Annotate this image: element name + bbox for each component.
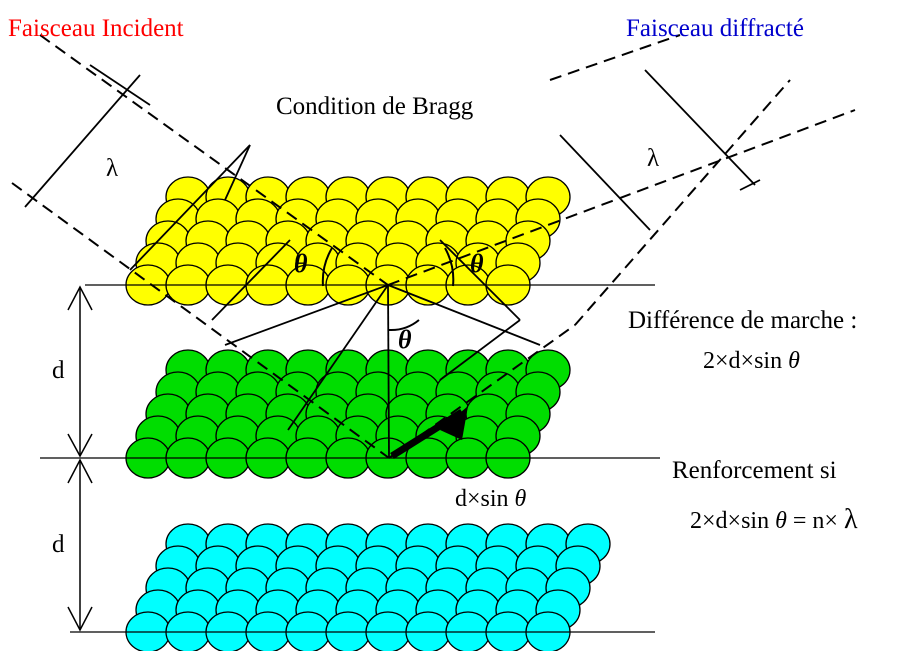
dsin-label: d×sin θ bbox=[455, 486, 527, 512]
d-spacing-arrow-bottom bbox=[67, 458, 93, 632]
theta-center-label: θ bbox=[398, 325, 412, 354]
d-spacing-arrow-top bbox=[67, 285, 93, 458]
path-difference-formula: 2×d×sin θ bbox=[703, 348, 800, 374]
path-difference-formula-text: 2×d×sin bbox=[703, 348, 788, 374]
dsin-label-theta: θ bbox=[515, 486, 527, 512]
diagram-title: Condition de Bragg bbox=[276, 93, 474, 120]
atom-layer-bottom bbox=[125, 523, 611, 651]
d-label-bottom: d bbox=[52, 531, 65, 558]
reinforcement-formula-eq: = n× bbox=[787, 508, 844, 534]
theta-right-label: θ bbox=[470, 249, 484, 278]
lambda-right-label: λ bbox=[647, 145, 659, 172]
dsin-label-text: d×sin bbox=[455, 486, 515, 512]
incident-beam bbox=[11, 34, 390, 459]
angle-arcs bbox=[321, 247, 455, 332]
dsin-segment bbox=[390, 406, 468, 459]
reinforcement-formula-theta: θ bbox=[775, 508, 787, 534]
path-difference-title: Différence de marche : bbox=[628, 307, 857, 334]
reinforcement-formula-lambda: λ bbox=[844, 504, 858, 535]
lambda-left-label: λ bbox=[106, 155, 118, 182]
theta-left-label: θ bbox=[294, 249, 308, 278]
diffracted-beam-label: Faisceau diffracté bbox=[626, 15, 804, 42]
atom-layer-middle bbox=[125, 349, 571, 479]
reinforcement-title: Renforcement si bbox=[672, 457, 837, 484]
reinforcement-formula-text: 2×d×sin bbox=[690, 508, 775, 534]
construction-lines bbox=[24, 64, 761, 459]
incident-beam-label: Faisceau Incident bbox=[8, 15, 184, 42]
d-label-top: d bbox=[52, 357, 65, 384]
reinforcement-formula: 2×d×sin θ = n× λ bbox=[690, 504, 858, 535]
path-difference-formula-theta: θ bbox=[788, 348, 800, 374]
